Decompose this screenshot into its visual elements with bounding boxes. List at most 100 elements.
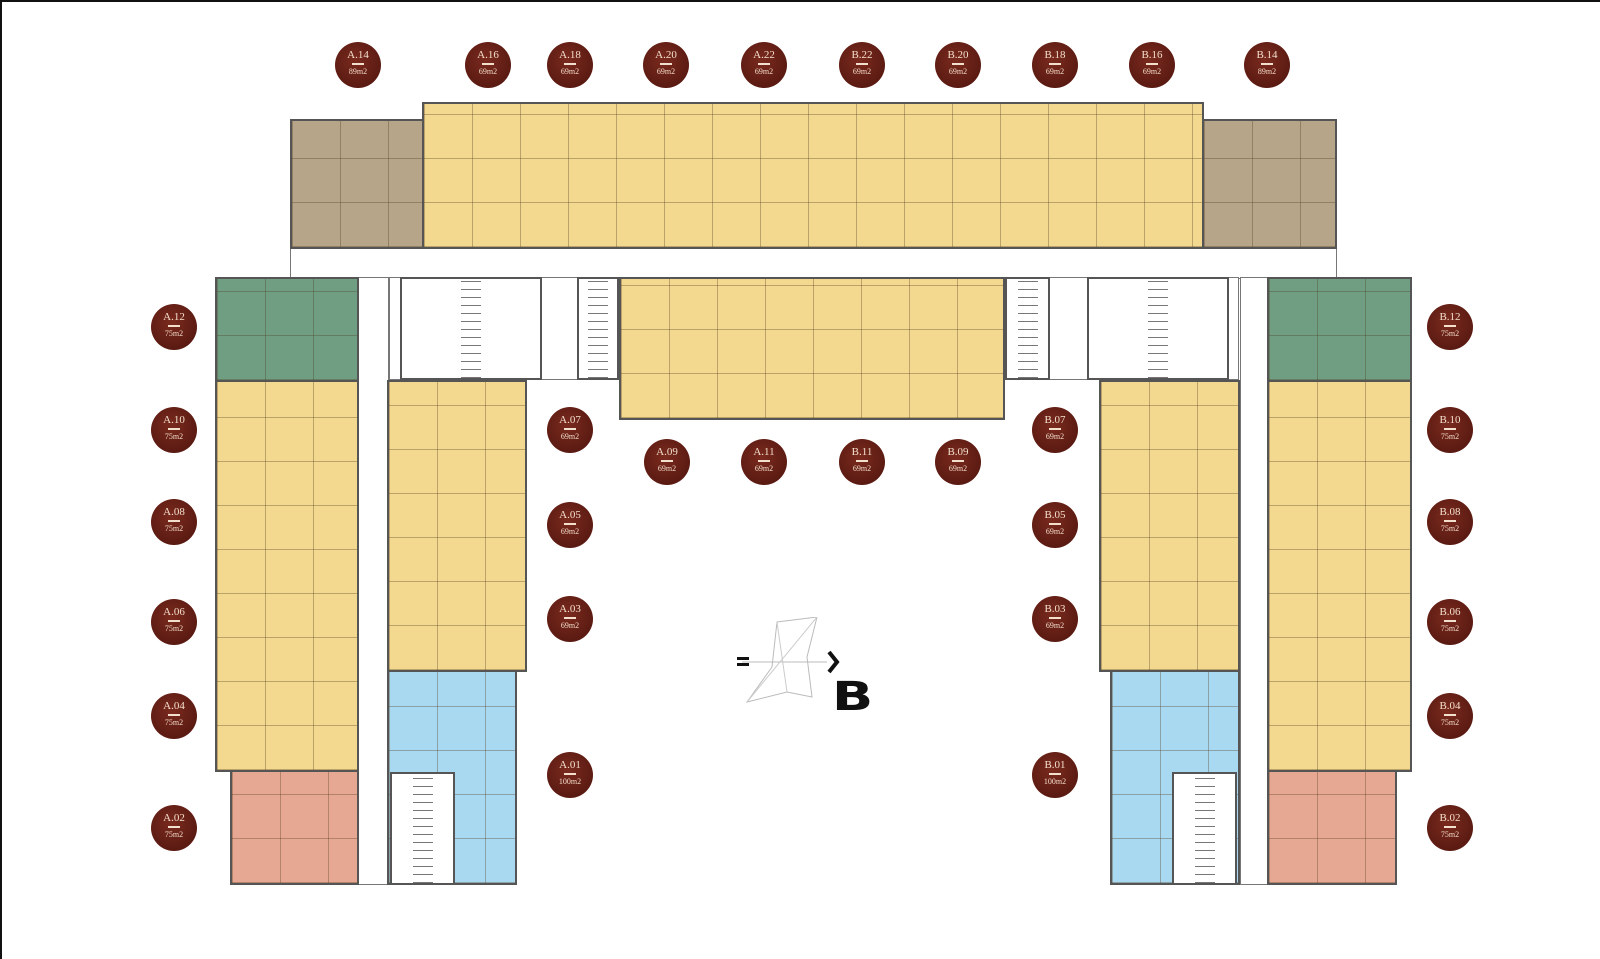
unit-label: B.12: [1439, 311, 1461, 323]
unit-label: A.10: [163, 414, 185, 426]
wing-label: B: [832, 674, 874, 720]
divider: [564, 428, 576, 430]
divider: [1049, 63, 1061, 65]
unit-area: 75m2: [1440, 329, 1460, 338]
unit-block-a12: [215, 277, 359, 382]
unit-area: 69m2: [754, 67, 774, 76]
unit-area: 75m2: [164, 524, 184, 533]
unit-area: 89m2: [348, 67, 368, 76]
unit-marker-b-01: B.01 100m2: [1032, 752, 1078, 798]
unit-area: 75m2: [164, 432, 184, 441]
unit-label: B.06: [1439, 606, 1461, 618]
divider: [1049, 428, 1061, 430]
divider: [564, 523, 576, 525]
divider: [1146, 63, 1158, 65]
unit-label: A.06: [163, 606, 185, 618]
divider: [1444, 325, 1456, 327]
stair-core-right-bottom: [1172, 772, 1237, 885]
unit-marker-a-08: A.08 75m2: [151, 499, 197, 545]
divider: [758, 63, 770, 65]
divider: [1261, 63, 1273, 65]
divider: [168, 325, 180, 327]
unit-block-b14: [1202, 119, 1337, 249]
divider: [168, 428, 180, 430]
unit-area: 69m2: [1142, 67, 1162, 76]
unit-marker-b-16: B.16 69m2: [1129, 42, 1175, 88]
unit-block-left-inner: [387, 380, 527, 672]
unit-area: 69m2: [478, 67, 498, 76]
divider: [564, 773, 576, 775]
unit-label: B.01: [1044, 759, 1066, 771]
unit-marker-b-10: B.10 75m2: [1427, 407, 1473, 453]
unit-label: B.03: [1044, 603, 1066, 615]
unit-marker-b-12: B.12 75m2: [1427, 304, 1473, 350]
unit-label: B.04: [1439, 700, 1461, 712]
unit-label: B.10: [1439, 414, 1461, 426]
unit-label: A.01: [559, 759, 581, 771]
unit-label: B.16: [1141, 49, 1163, 61]
unit-block-right-inner: [1099, 380, 1240, 672]
unit-marker-b-20: B.20 69m2: [935, 42, 981, 88]
divider: [168, 826, 180, 828]
divider: [564, 63, 576, 65]
unit-area: 69m2: [560, 67, 580, 76]
stair-core-right: [1087, 277, 1229, 380]
unit-area: 75m2: [1440, 524, 1460, 533]
unit-label: A.20: [655, 49, 677, 61]
divider: [1444, 428, 1456, 430]
unit-block-a14: [290, 119, 424, 249]
divider: [758, 460, 770, 462]
unit-label: A.08: [163, 506, 185, 518]
divider: [856, 63, 868, 65]
divider: [1444, 520, 1456, 522]
unit-label: A.05: [559, 509, 581, 521]
unit-label: B.09: [947, 446, 969, 458]
unit-marker-b-03: B.03 69m2: [1032, 596, 1078, 642]
unit-area: 75m2: [1440, 830, 1460, 839]
unit-marker-a-06: A.06 75m2: [151, 599, 197, 645]
unit-label: A.03: [559, 603, 581, 615]
unit-area: 100m2: [1043, 777, 1067, 786]
unit-label: B.20: [947, 49, 969, 61]
unit-area: 75m2: [164, 830, 184, 839]
divider: [856, 460, 868, 462]
divider: [168, 620, 180, 622]
unit-block-center: [619, 277, 1005, 420]
unit-area: 75m2: [1440, 432, 1460, 441]
unit-area: 69m2: [948, 464, 968, 473]
unit-area: 69m2: [1045, 621, 1065, 630]
unit-marker-b-18: B.18 69m2: [1032, 42, 1078, 88]
unit-area: 69m2: [948, 67, 968, 76]
stair-core-left-bottom: [390, 772, 455, 885]
unit-area: 69m2: [657, 464, 677, 473]
divider: [660, 63, 672, 65]
unit-label: A.18: [559, 49, 581, 61]
unit-label: A.07: [559, 414, 581, 426]
unit-area: 69m2: [1045, 67, 1065, 76]
unit-label: A.09: [656, 446, 678, 458]
unit-label: B.18: [1044, 49, 1066, 61]
unit-block-a02: [230, 770, 359, 885]
unit-area: 69m2: [560, 621, 580, 630]
divider: [482, 63, 494, 65]
divider: [1049, 523, 1061, 525]
unit-area: 75m2: [164, 624, 184, 633]
unit-label: A.04: [163, 700, 185, 712]
divider: [1444, 620, 1456, 622]
divider: [168, 714, 180, 716]
lift-lobby-right: [1005, 277, 1050, 380]
divider: [1444, 714, 1456, 716]
